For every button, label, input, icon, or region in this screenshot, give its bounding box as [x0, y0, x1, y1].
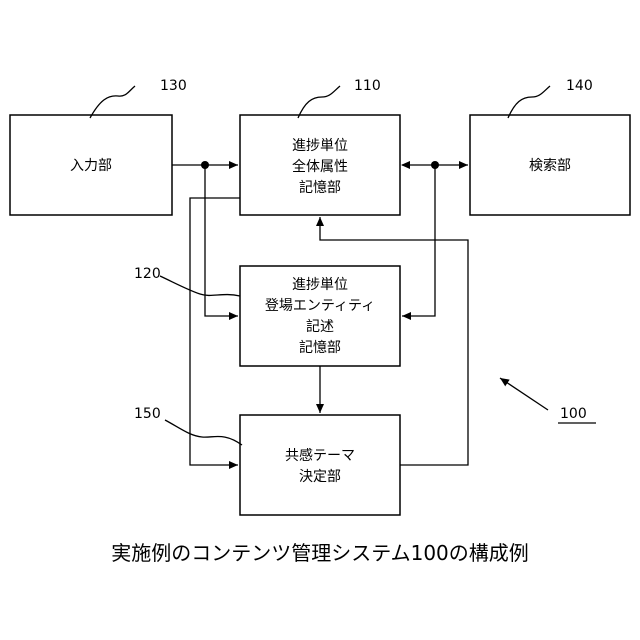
progress-attr-label-line-3: 記憶部: [299, 179, 341, 196]
attr-to-theme-arrow: [190, 198, 240, 465]
ref-120-leader: [160, 276, 240, 296]
empathy-theme-label-line-2: 決定部: [299, 469, 341, 485]
ref-150-leader: [165, 420, 242, 445]
ref-150-label: 150: [134, 406, 161, 422]
figure-caption: 実施例のコンテンツ管理システム100の構成例: [111, 541, 529, 565]
ref-110-leader: [298, 86, 340, 118]
entity-desc-label-line-3: 記述: [306, 318, 334, 335]
entity-desc-label-line-2: 登場エンティティ: [265, 298, 375, 314]
ref-120-label: 120: [134, 266, 161, 282]
entity-desc-label-line-4: 記憶部: [299, 339, 341, 356]
progress-attr-label-line-2: 全体属性: [292, 158, 348, 175]
entity-desc-label-line-1: 進捗単位: [292, 277, 348, 293]
progress-attr-label-line-1: 進捗単位: [292, 138, 348, 154]
ref-140-label: 140: [566, 78, 593, 94]
ref-110-label: 110: [354, 78, 381, 94]
input-unit-label: 入力部: [70, 158, 112, 174]
search-unit-label: 検索部: [529, 157, 571, 174]
empathy-theme-decision-box: [240, 415, 400, 515]
ref-130-label: 130: [160, 78, 187, 94]
ref-140-leader: [508, 86, 550, 118]
input-to-entity-arrow: [205, 165, 238, 316]
ref-130-leader: [90, 86, 135, 118]
system-ref-arrow: [500, 378, 548, 410]
empathy-theme-label-line-1: 共感テーマ: [285, 447, 355, 464]
system-ref-label: 100: [560, 406, 587, 422]
